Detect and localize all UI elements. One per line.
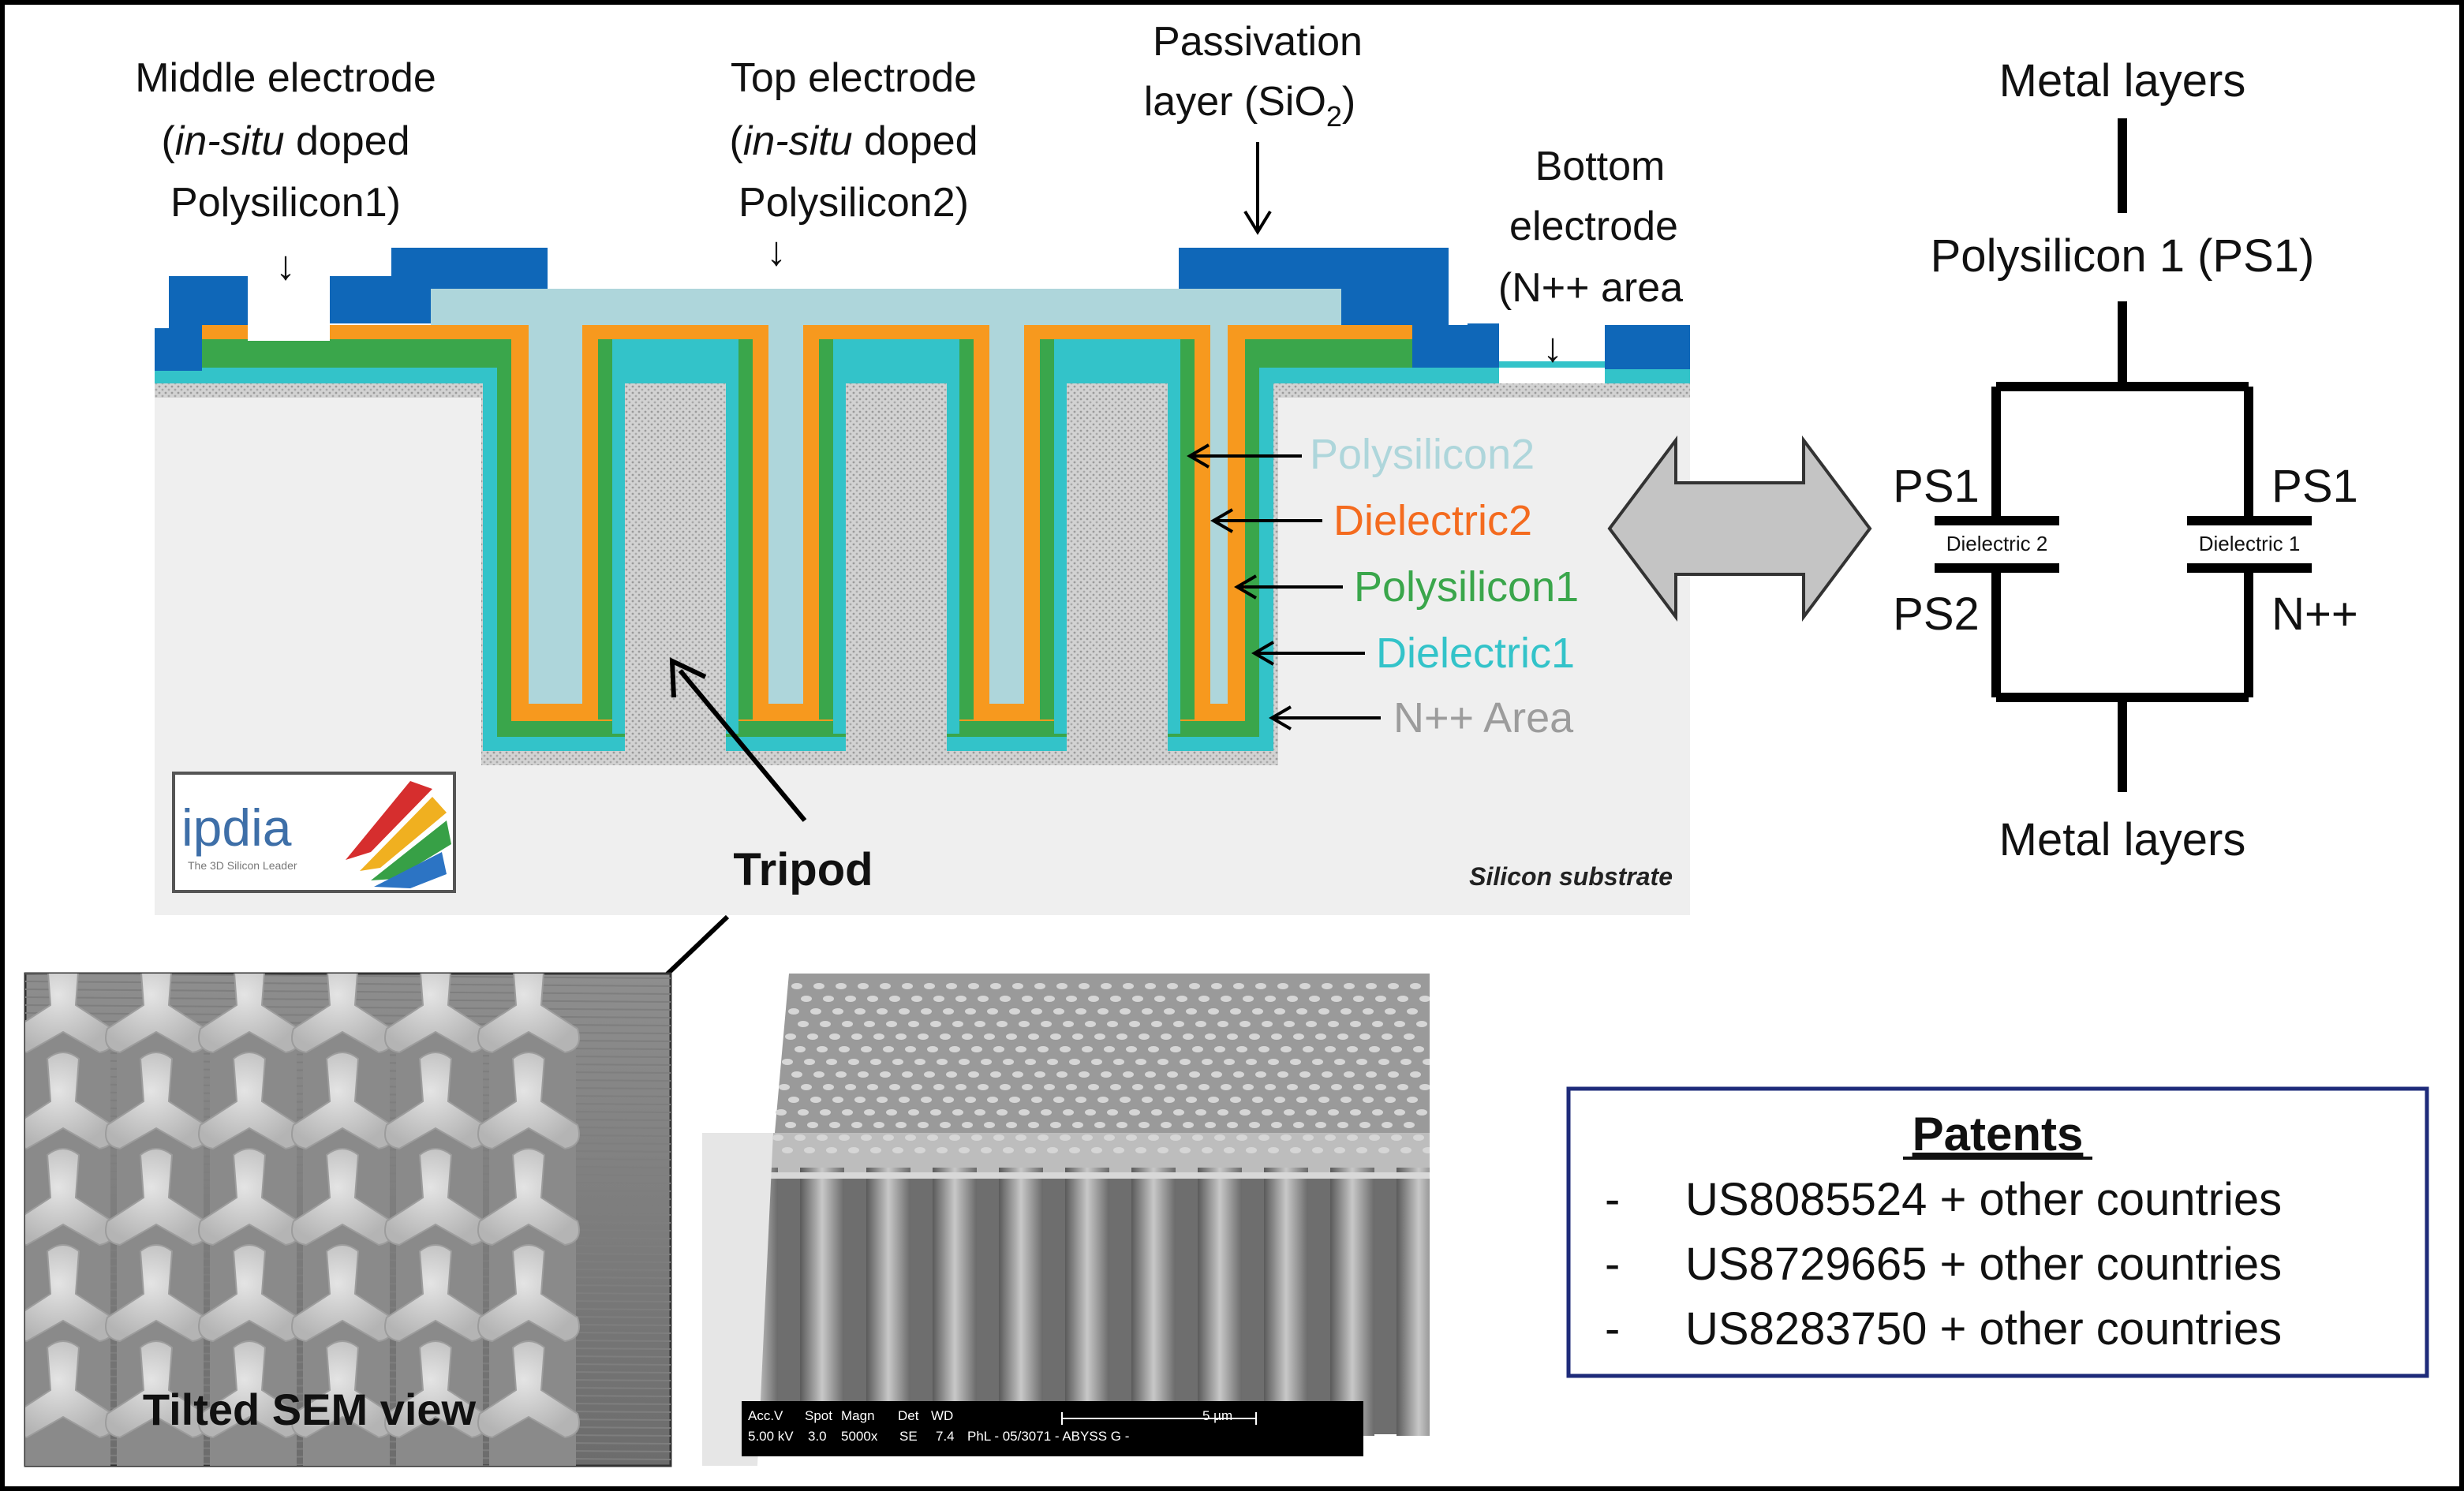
sem-info-spot: Spot (805, 1408, 832, 1423)
passivation-right-1 (1179, 248, 1449, 325)
legend-polysilicon1: Polysilicon1 (1234, 563, 1579, 611)
logo-wordmark: ipdia (181, 798, 292, 857)
ipdia-logo: ipdia The 3D Silicon Leader (172, 772, 456, 893)
sem-pillar (1065, 1168, 1109, 1436)
sem-pillar (1198, 1168, 1242, 1436)
patents-title: Patents (1912, 1108, 2084, 1160)
sem-info-scale: 5 µm (1202, 1408, 1232, 1423)
patent-bullet-3: - (1605, 1303, 1620, 1355)
sem-info-kv: 5.00 kV (748, 1429, 794, 1444)
bottom-electrode-label-2: electrode (1509, 204, 1678, 249)
bottom-electrode-label-3: (N++ area (1498, 265, 1683, 311)
legend-dielectric2-label: Dielectric2 (1333, 497, 1532, 544)
patent-item-1: US8085524 + other countries (1685, 1174, 2282, 1225)
top-labels: Middle electrode (in-situ doped Polysili… (135, 19, 1683, 371)
tripod-wall-a (544, 325, 768, 751)
cross-section-clean (155, 248, 1690, 915)
legend-polysilicon2-label: Polysilicon2 (1310, 431, 1535, 478)
middle-electrode-label-2: (in-situ doped (161, 118, 409, 164)
circuit-ps1-label: Polysilicon 1 (PS1) (1931, 230, 2315, 282)
layer-legend: Polysilicon2 Dielectric2 Polysilicon1 Di… (1187, 431, 1579, 742)
patent-item-3: US8283750 + other countries (1685, 1303, 2282, 1355)
sem-pillar (933, 1168, 977, 1436)
legend-polysilicon2: Polysilicon2 (1187, 431, 1535, 478)
sem-pillar (1397, 1168, 1430, 1436)
legend-n-area-label: N++ Area (1393, 694, 1574, 742)
circuit-left-bottom-label: PS2 (1893, 589, 1980, 640)
sem-info-det: Det (898, 1408, 919, 1423)
top-electrode-arrow: ↓ (766, 229, 787, 275)
sem-info-sample: PhL - 05/3071 - ABYSS G - (967, 1429, 1129, 1444)
tripod-wall-b (803, 325, 989, 751)
legend-dielectric1-label: Dielectric1 (1376, 630, 1575, 677)
legend-dielectric2: Dielectric2 (1210, 497, 1532, 544)
middle-electrode-label-3: Polysilicon1) (170, 180, 401, 226)
circuit-right-bottom-label: N++ (2271, 589, 2358, 640)
sem-pillar (999, 1168, 1043, 1436)
sem-pillar (1330, 1168, 1374, 1436)
sem-image-tilted: Tilted SEM view (24, 972, 672, 1467)
tripod-pillar (105, 1340, 208, 1466)
sem-image-pillars: Acc.V Spot Magn Det WD 5 µm 5.00 kV 3.0 … (702, 974, 1430, 1466)
sem-pillar (1131, 1168, 1176, 1436)
middle-electrode-label-1: Middle electrode (135, 55, 436, 101)
double-arrow-icon (1607, 435, 1872, 622)
sem-left-caption: Tilted SEM view (143, 1385, 477, 1434)
tripod-pillar (25, 1340, 114, 1466)
legend-polysilicon1-label: Polysilicon1 (1354, 563, 1579, 611)
top-electrode-label-3: Polysilicon2) (738, 180, 969, 226)
tripod-wall-c (1024, 325, 1210, 751)
passivation-label-1: Passivation (1153, 19, 1363, 65)
legend-dielectric1: Dielectric1 (1251, 630, 1575, 677)
passivation-left-2 (169, 276, 248, 328)
patents-box: Patents - US8085524 + other countries - … (1566, 1086, 2429, 1378)
logo-tagline: The 3D Silicon Leader (188, 859, 297, 872)
circuit-bottom-label: Metal layers (1999, 814, 2246, 865)
sem-pillar (866, 1168, 910, 1436)
sem-info-accv: Acc.V (748, 1408, 783, 1423)
top-electrode-label-2: (in-situ doped (729, 118, 978, 164)
sem-info-wdval: 7.4 (936, 1429, 955, 1444)
bottom-electrode-arrow: ↓ (1542, 325, 1563, 371)
sem-info-mag: 5000x (841, 1429, 878, 1444)
patent-bullet-2: - (1605, 1239, 1620, 1290)
circuit-top-label: Metal layers (1999, 55, 2246, 107)
silicon-substrate-label: Silicon substrate (1469, 862, 1673, 891)
middle-electrode-arrow: ↓ (275, 243, 296, 289)
sem-info-magn: Magn (841, 1408, 875, 1423)
tripod-pillar (291, 1340, 394, 1466)
bottom-electrode-label-1: Bottom (1535, 144, 1666, 189)
sem-pillar (800, 1168, 844, 1436)
circuit-right-top-label: PS1 (2271, 461, 2358, 512)
sem-pillar (1264, 1168, 1308, 1436)
tripod-label: Tripod (733, 844, 873, 895)
passivation-label-2: layer (SiO2) (1144, 79, 1356, 133)
passivation-right-2 (1605, 325, 1690, 369)
sem-info-detval: SE (899, 1429, 918, 1444)
legend-n-area: N++ Area (1269, 694, 1574, 742)
sem-info-wd: WD (931, 1408, 953, 1423)
passivation-left-3 (330, 248, 548, 323)
circuit-left-top-label: PS1 (1893, 461, 1980, 512)
sem-info-bar (742, 1401, 1363, 1456)
top-electrode-label-1: Top electrode (731, 55, 977, 101)
tripod-pillar (384, 1340, 487, 1466)
tripod-pillar (477, 1340, 580, 1466)
circuit-diagram: Metal layers Polysilicon 1 (PS1) Dielect… (1893, 55, 2358, 865)
patent-item-2: US8729665 + other countries (1685, 1239, 2282, 1290)
sem-info-spotval: 3.0 (808, 1429, 827, 1444)
cap-right-label: Dielectric 1 (2199, 532, 2301, 555)
cap-left-label: Dielectric 2 (1946, 532, 2048, 555)
patent-bullet-1: - (1605, 1174, 1620, 1225)
